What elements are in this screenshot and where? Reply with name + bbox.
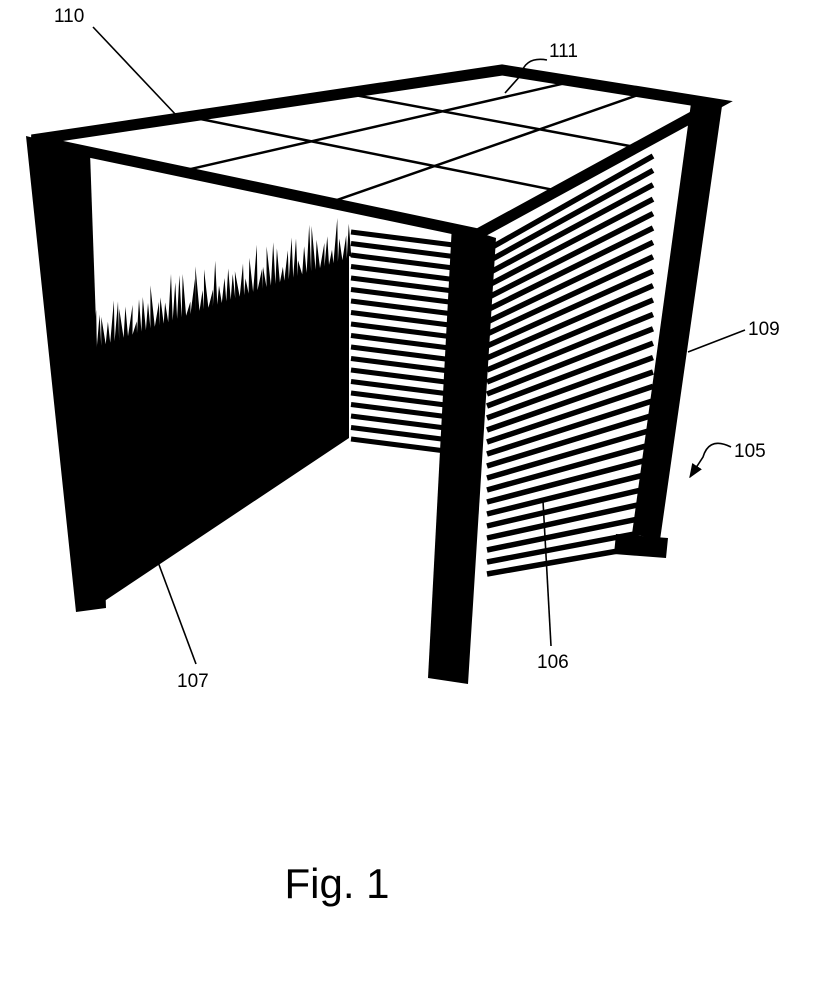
ref-label-105: 105 (734, 441, 766, 462)
roof-canopy (30, 64, 733, 240)
left-corner-post (26, 136, 106, 612)
ref-label-106: 106 (537, 652, 569, 673)
front-corner-post (428, 224, 496, 684)
roof-grid-line (188, 115, 558, 192)
leader-110 (92, 26, 178, 117)
right-corner-post (632, 96, 722, 540)
roof-panel-grid (180, 80, 646, 204)
ref-label-107: 107 (177, 671, 209, 692)
ref-label-110: 110 (54, 6, 84, 27)
leader-109 (687, 329, 746, 353)
figure-caption: Fig. 1 (284, 860, 389, 907)
ref-label-109: 109 (748, 319, 780, 340)
leader-105-arrow (689, 442, 732, 479)
leader-111 (504, 58, 548, 94)
ref-label-111: 111 (549, 41, 578, 62)
roof-grid-line (345, 92, 637, 149)
roof-grid-line (180, 80, 574, 173)
leader-107 (157, 561, 197, 665)
roof-grid-line (328, 91, 646, 204)
leader-lines (92, 26, 746, 665)
leader-106 (542, 500, 552, 647)
reference-labels: 110 111 109 105 106 107 (54, 6, 780, 692)
right-post-foot (614, 534, 668, 558)
grass-privacy-panel (90, 218, 352, 608)
roof-frame (30, 64, 733, 240)
